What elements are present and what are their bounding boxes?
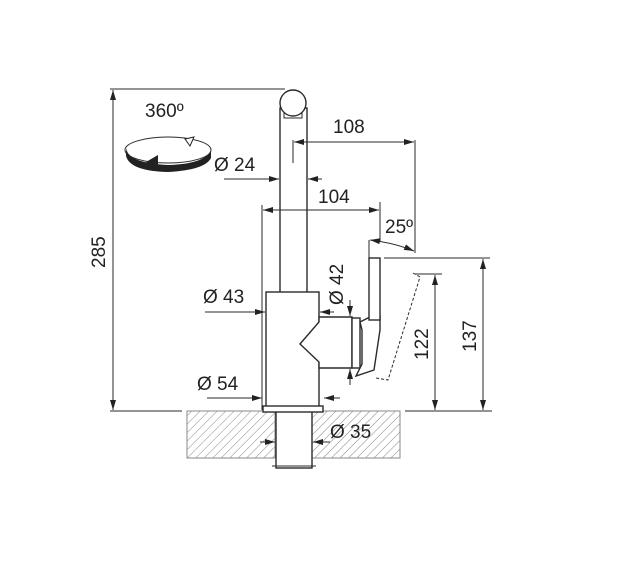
dim-angle-25: 25º xyxy=(385,217,413,238)
faucet xyxy=(262,89,421,469)
base-washer xyxy=(262,405,324,413)
dim-diameter-54: Ø 54 xyxy=(197,374,239,395)
rotation-icon xyxy=(124,136,212,172)
rotation-label: 360º xyxy=(145,101,184,122)
countertop xyxy=(186,410,401,459)
dim-122: 122 xyxy=(412,328,433,360)
dim-108: 108 xyxy=(333,117,365,138)
lever xyxy=(368,257,381,321)
spout-pipe xyxy=(279,107,308,295)
dim-diameter-35: Ø 35 xyxy=(330,422,371,443)
dim-285: 285 xyxy=(89,236,110,268)
dim-104: 104 xyxy=(318,187,350,208)
dim-diameter-24: Ø 24 xyxy=(214,155,256,176)
dim-137: 137 xyxy=(460,320,481,352)
dim-diameter-42: Ø 42 xyxy=(327,264,348,305)
lever-tilted xyxy=(375,272,421,381)
spout-head xyxy=(279,89,307,117)
dim-diameter-43: Ø 43 xyxy=(203,287,244,308)
shank xyxy=(275,410,313,469)
cartridge-cap xyxy=(351,317,361,369)
